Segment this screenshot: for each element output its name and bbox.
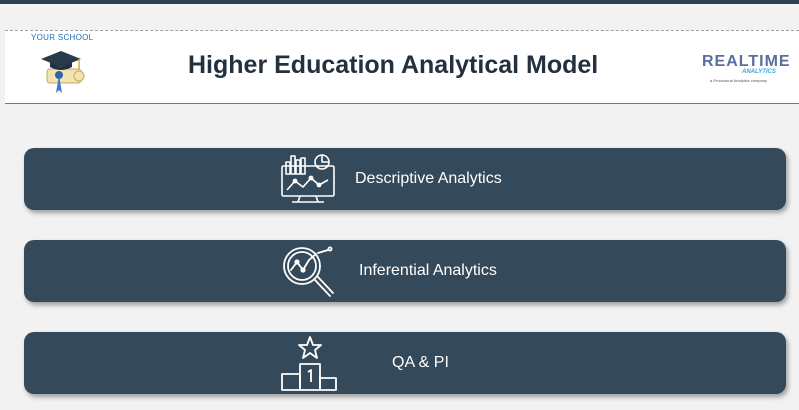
qa-pi-label: QA & PI [392, 354, 449, 371]
graduation-cap-icon [41, 51, 85, 93]
qa-pi-button[interactable]: QA & PI [24, 332, 786, 394]
top-accent-bar [0, 0, 799, 4]
podium-star-icon [281, 336, 337, 391]
descriptive-analytics-button[interactable]: Descriptive Analytics [24, 148, 786, 210]
school-logo: YOUR SCHOOL [29, 33, 99, 99]
inferential-analytics-button[interactable]: Inferential Analytics [24, 240, 786, 302]
page-header: YOUR SCHOOL Higher Education Analytical … [5, 30, 799, 104]
school-label: YOUR SCHOOL [31, 33, 94, 42]
magnifier-trend-icon [283, 246, 334, 297]
brand-name: REALTIME [702, 53, 791, 70]
descriptive-analytics-label: Descriptive Analytics [355, 170, 502, 187]
inferential-analytics-label: Inferential Analytics [359, 262, 497, 279]
page-title: Higher Education Analytical Model [188, 51, 599, 79]
brand-tagline: a Procedural Analytics company [710, 78, 767, 83]
brand-subtitle: ANALYTICS [742, 69, 776, 75]
brand-logo: REALTIME ANALYTICS a Procedural Analytic… [702, 49, 799, 89]
dashboard-monitor-icon [281, 154, 335, 203]
